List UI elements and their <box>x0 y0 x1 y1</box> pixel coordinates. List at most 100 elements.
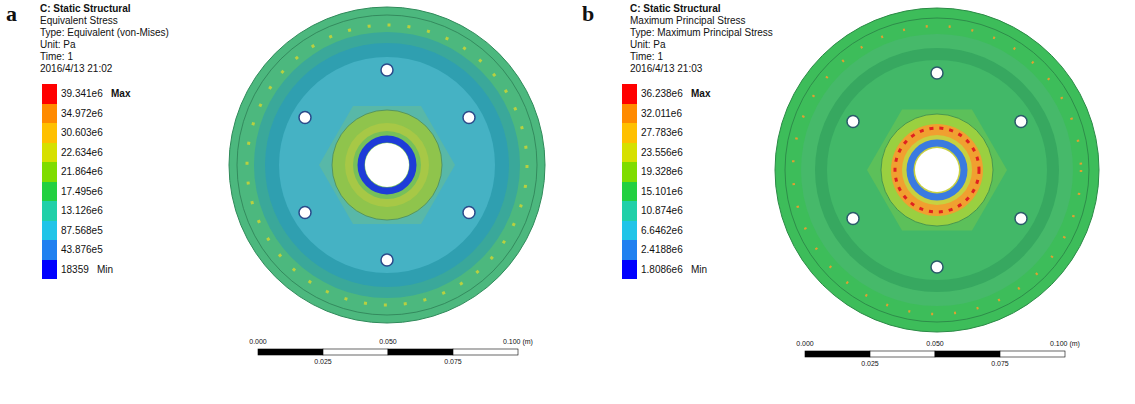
bolt-hole <box>1015 213 1027 225</box>
legend-swatch <box>622 123 637 143</box>
legend-value: 32.011e6 <box>641 104 682 124</box>
legend-swatch <box>42 221 57 241</box>
bore-ring <box>910 143 964 197</box>
bolt-hole <box>381 64 393 76</box>
legend-swatch <box>622 240 637 260</box>
disk-face <box>827 60 1047 280</box>
legend-value: 15.101e6 <box>641 182 683 202</box>
legend-value: 36.238e6 <box>641 84 683 104</box>
panel-header: C: Static Structural <box>630 3 721 14</box>
disk-web-inner <box>815 48 1059 292</box>
legend-swatch <box>42 182 57 202</box>
bore-hole <box>915 148 959 192</box>
bolt-holes <box>299 64 475 266</box>
scale-value: 0.000 <box>796 340 814 348</box>
bolt-hole <box>299 207 311 219</box>
bolt-hole <box>931 261 943 273</box>
legend-swatch <box>42 260 57 280</box>
hub-inner <box>345 123 429 207</box>
bolt-hole <box>1015 116 1027 128</box>
legend-swatch <box>42 123 57 143</box>
max-marker: Max <box>691 84 710 104</box>
legend-swatch <box>622 182 637 202</box>
legend-value: 18359 <box>61 260 89 280</box>
legend-swatch <box>42 84 57 104</box>
legend-swatch <box>42 143 57 163</box>
legend-swatch <box>42 240 57 260</box>
scale-value: 0.050 <box>379 338 397 346</box>
legend-value: 34.972e6 <box>61 104 103 124</box>
result-unit: Unit: Pa <box>630 39 666 50</box>
bolt-holes <box>847 67 1027 273</box>
bolt-hole <box>847 116 859 128</box>
bolt-hole <box>463 207 475 219</box>
scale-value: 0.025 <box>314 358 332 366</box>
max-marker: Max <box>111 84 130 104</box>
legend-swatch <box>622 84 637 104</box>
bolt-hole <box>299 112 311 124</box>
result-time: Time: 1 <box>40 51 73 62</box>
disk-web-inner <box>265 43 509 287</box>
legend-value: 21.864e6 <box>61 162 103 182</box>
stress-spots <box>247 25 527 305</box>
legend-swatch <box>622 260 637 280</box>
disk-model <box>229 7 545 323</box>
legend-value: 27.783e6 <box>641 123 683 143</box>
disk-rim <box>775 8 1099 332</box>
legend-value: 87.568e5 <box>61 221 103 241</box>
hub <box>332 110 442 220</box>
hub-plate <box>319 106 455 224</box>
rim-edge <box>237 15 537 315</box>
scale-value: 0.000 <box>249 338 267 346</box>
panel-letter: a <box>6 2 17 26</box>
min-marker: Min <box>97 260 113 280</box>
scale-segment <box>388 349 453 355</box>
stress-spots <box>793 26 1081 314</box>
scale-value: 0.100 (m) <box>503 338 533 346</box>
hub-bore-zone <box>902 135 972 205</box>
result-time: Time: 1 <box>630 51 663 62</box>
bolt-hole <box>381 254 393 266</box>
legend-value: 30.603e6 <box>61 123 103 143</box>
legend-swatch <box>622 221 637 241</box>
hub <box>881 114 993 226</box>
scale-segment <box>1000 351 1065 357</box>
disk-model <box>775 8 1099 332</box>
legend-swatch <box>42 162 57 182</box>
scale-value: 0.100 (m) <box>1050 340 1080 348</box>
disk-web <box>801 34 1073 306</box>
disk-web <box>254 32 520 298</box>
scale-value: 0.075 <box>444 358 462 366</box>
legend-swatch <box>622 201 637 221</box>
legend-value: 17.495e6 <box>61 182 103 202</box>
disk-rim <box>229 7 545 323</box>
result-date: 2016/4/13 21:02 <box>40 63 112 74</box>
legend-swatch <box>42 201 57 221</box>
legend-value: 39.341e6 <box>61 84 103 104</box>
legend-swatch <box>622 143 637 163</box>
scale-segment <box>258 349 323 355</box>
result-unit: Unit: Pa <box>40 39 76 50</box>
legend-value: 43.876e5 <box>61 240 103 260</box>
legend-swatch <box>42 104 57 124</box>
panel-letter: b <box>582 2 594 26</box>
scale-bar <box>805 351 1065 357</box>
legend-swatch <box>622 104 637 124</box>
scale-value: 0.025 <box>861 360 879 368</box>
hub-plate <box>867 109 1007 230</box>
disk-face <box>279 57 495 273</box>
legend-value: 10.874e6 <box>641 201 683 221</box>
min-marker: Min <box>691 260 707 280</box>
scale-segment <box>805 351 870 357</box>
peak-stress <box>895 128 979 212</box>
legend-value: 22.634e6 <box>61 143 103 163</box>
bore-ring <box>361 139 413 191</box>
scale-segment <box>935 351 1000 357</box>
legend-value: 13.126e6 <box>61 201 103 221</box>
legend-value: 2.4188e6 <box>641 240 683 260</box>
scale-segment <box>870 351 935 357</box>
bolt-hole <box>931 67 943 79</box>
legend-swatch <box>622 162 637 182</box>
